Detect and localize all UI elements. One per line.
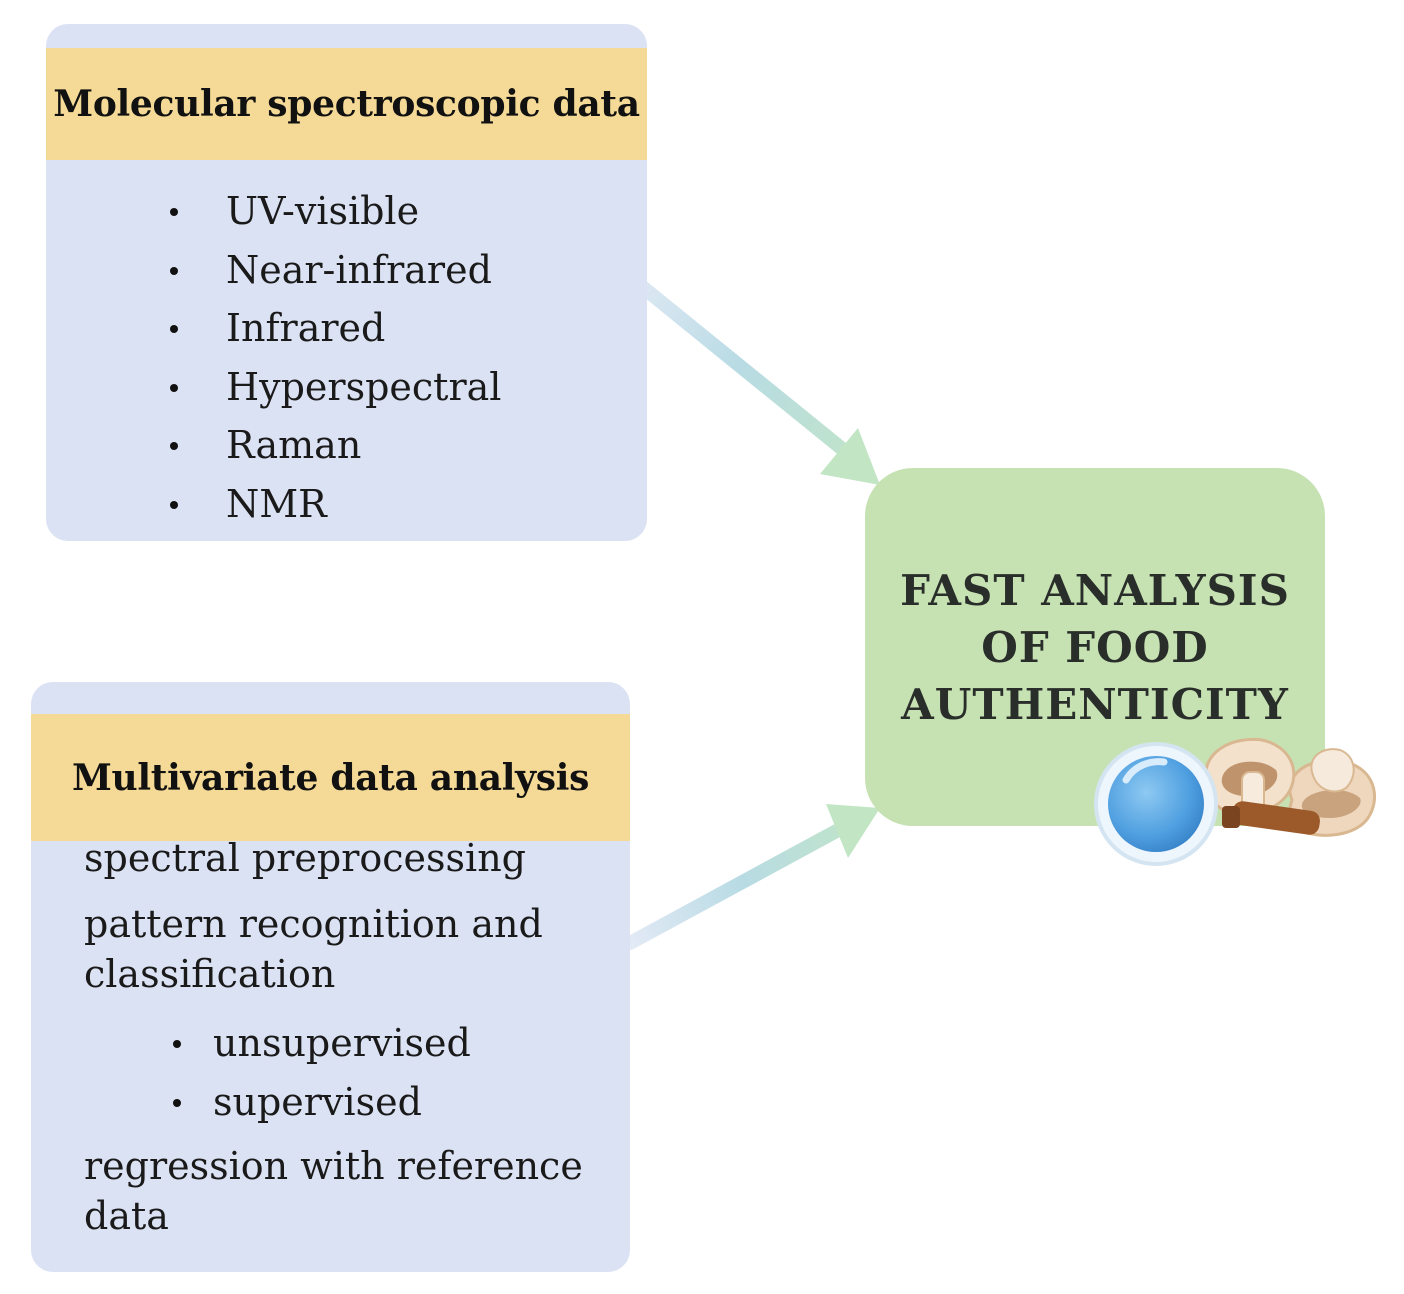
molecular-panel-title: Molecular spectroscopic data (46, 48, 647, 160)
regression-text-line2: data (84, 1194, 169, 1238)
technique-label: Infrared (226, 306, 386, 350)
arrow-multivariate-to-analysis (623, 804, 880, 950)
bullet-icon (170, 266, 178, 275)
bullet-icon (170, 325, 178, 333)
technique-label: NMR (226, 481, 327, 526)
target-title-line2: OF FOOD (981, 623, 1209, 672)
list-item: unsupervised (169, 1014, 471, 1073)
list-item: NMR (166, 475, 501, 534)
target-title: FAST ANALYSIS OF FOOD AUTHENTICITY (865, 562, 1325, 733)
multivariate-analysis-panel: Multivariate data analysis spectral prep… (31, 682, 630, 1272)
list-item: UV-visible (166, 182, 501, 241)
spectroscopy-technique-list: UV-visible Near-infrared Infrared Hypers… (166, 182, 501, 533)
classification-type-label: unsupervised (213, 1021, 471, 1065)
list-item: Raman (166, 416, 501, 475)
list-item: Near-infrared (166, 241, 501, 300)
bullet-icon (170, 383, 178, 392)
technique-label: Near-infrared (226, 247, 492, 292)
classification-type-label: supervised (213, 1079, 422, 1124)
target-title-line1: FAST ANALYSIS (900, 566, 1290, 615)
technique-label: Hyperspectral (226, 364, 502, 409)
pattern-recognition-text-line2: classification (84, 952, 336, 996)
arrow-spectroscopy-to-analysis (617, 265, 880, 485)
bullet-icon (173, 1040, 181, 1048)
bullet-icon (170, 442, 178, 450)
classification-type-list: unsupervised supervised (169, 1014, 471, 1131)
list-item: supervised (169, 1073, 471, 1132)
bullet-icon (173, 1098, 181, 1107)
list-item: Infrared (166, 299, 501, 358)
regression-text-line1: regression with reference (84, 1144, 583, 1188)
bullet-icon (170, 208, 178, 216)
pattern-recognition-text-line1: pattern recognition and (84, 902, 543, 946)
food-authenticity-target-box: FAST ANALYSIS OF FOOD AUTHENTICITY (865, 468, 1325, 826)
technique-label: UV-visible (226, 189, 420, 233)
technique-label: Raman (226, 423, 362, 467)
target-title-line3: AUTHENTICITY (901, 680, 1289, 729)
multivariate-panel-title: Multivariate data analysis (31, 714, 630, 841)
bullet-icon (170, 500, 178, 509)
preprocessing-text: spectral preprocessing (84, 836, 526, 880)
list-item: Hyperspectral (166, 358, 501, 417)
molecular-spectroscopic-panel: Molecular spectroscopic data UV-visible … (46, 24, 647, 541)
